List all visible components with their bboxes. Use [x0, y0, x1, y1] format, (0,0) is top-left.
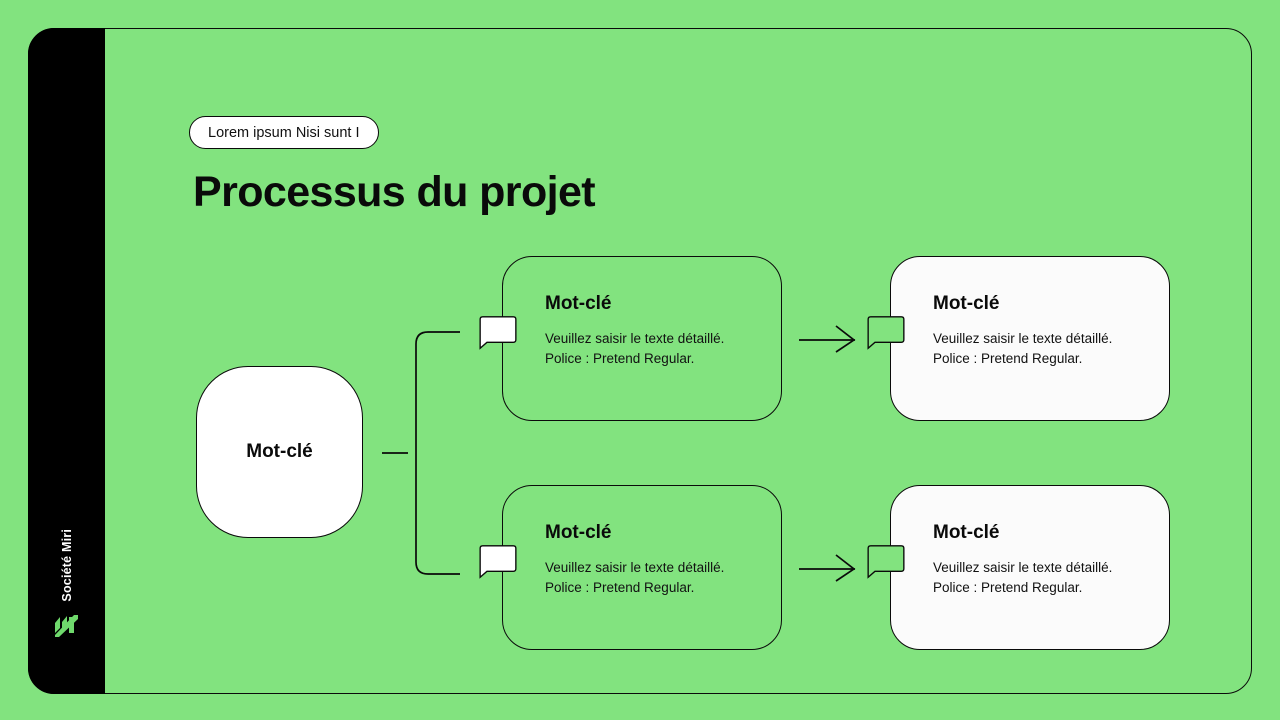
branch-bracket	[415, 331, 460, 575]
eyebrow-badge: Lorem ipsum Nisi sunt I	[189, 116, 379, 149]
arrow-top-head-icon	[835, 325, 856, 353]
card-3-line1: Veuillez saisir le texte détaillé.	[545, 560, 725, 575]
card-3-line2: Police : Pretend Regular.	[545, 580, 695, 595]
card-2-line2: Police : Pretend Regular.	[933, 351, 1083, 366]
brand-name: Société Miri	[59, 529, 74, 602]
card-2-line1: Veuillez saisir le texte détaillé.	[933, 331, 1113, 346]
process-card-2[interactable]: Mot-clé Veuillez saisir le texte détaill…	[867, 256, 1170, 421]
process-card-3[interactable]: Mot-clé Veuillez saisir le texte détaill…	[479, 485, 782, 650]
card-badge-2-icon	[867, 316, 905, 350]
page-title: Processus du projet	[193, 168, 596, 216]
root-node-label: Mot-clé	[246, 441, 313, 462]
card-1-line1: Veuillez saisir le texte détaillé.	[545, 331, 725, 346]
card-4-title: Mot-clé	[933, 522, 1000, 543]
card-badge-3-icon	[479, 545, 517, 579]
sidebar-brand: Société Miri	[28, 529, 105, 602]
card-badge-4-icon	[867, 545, 905, 579]
sidebar: Société Miri	[28, 28, 105, 694]
card-3-title: Mot-clé	[545, 522, 612, 543]
card-badge-1-icon	[479, 316, 517, 350]
process-card-4[interactable]: Mot-clé Veuillez saisir le texte détaill…	[867, 485, 1170, 650]
card-1-line2: Police : Pretend Regular.	[545, 351, 695, 366]
card-2-title: Mot-clé	[933, 293, 1000, 314]
card-4-line2: Police : Pretend Regular.	[933, 580, 1083, 595]
root-node[interactable]: Mot-clé	[196, 366, 363, 538]
card-1-title: Mot-clé	[545, 293, 612, 314]
process-card-1[interactable]: Mot-clé Veuillez saisir le texte détaill…	[479, 256, 782, 421]
arrow-bottom-head-icon	[835, 554, 856, 582]
card-4-line1: Veuillez saisir le texte détaillé.	[933, 560, 1113, 575]
diagonal-stripes-logo-icon	[54, 615, 78, 637]
